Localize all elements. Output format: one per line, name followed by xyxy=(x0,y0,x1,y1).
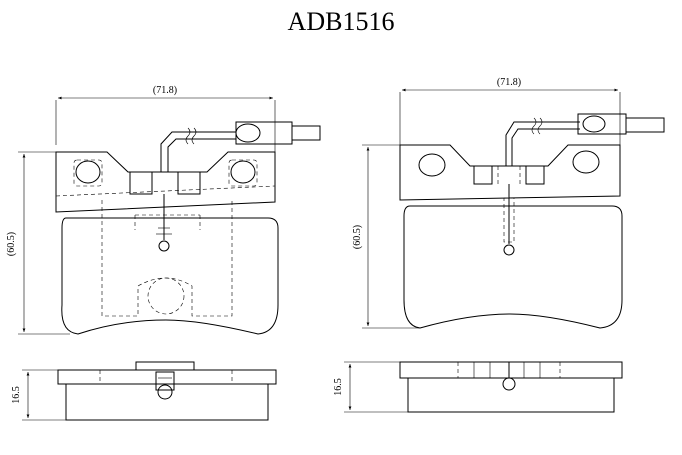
left-front-view: (71.8) (60.5) xyxy=(6,85,321,335)
left-side-view: 16.5 xyxy=(11,361,277,421)
right-side-view: 16.5 xyxy=(333,361,623,413)
left-side-sensor xyxy=(157,384,173,400)
right-lug-hole-2 xyxy=(572,150,600,174)
right-backing-plate xyxy=(399,144,621,201)
right-width-label: (71.8) xyxy=(497,77,521,88)
right-sensor-plug xyxy=(625,117,665,133)
left-friction-pad xyxy=(61,217,279,335)
right-sensor-head xyxy=(503,244,515,256)
right-thickness-label: 16.5 xyxy=(333,378,344,396)
left-sensor-connector xyxy=(235,121,293,145)
left-thickness-label: 16.5 xyxy=(11,386,22,404)
left-side-friction xyxy=(65,383,269,421)
right-sensor-wire xyxy=(505,121,580,166)
left-sensor-head xyxy=(158,240,170,252)
right-front-view: (71.8) (60.5) xyxy=(352,77,665,329)
right-side-friction xyxy=(407,377,615,413)
left-clip-1 xyxy=(129,171,153,195)
left-clip-2 xyxy=(177,171,201,195)
right-side-backing xyxy=(399,361,623,379)
left-width-label: (71.8) xyxy=(153,85,177,96)
left-lug-hole-1 xyxy=(75,160,101,184)
left-height-label: (60.5) xyxy=(6,232,17,256)
right-sensor-connector xyxy=(577,113,627,135)
left-lug-hole-2 xyxy=(230,160,256,184)
right-clip-1 xyxy=(473,165,493,185)
left-sensor-plug xyxy=(291,125,321,141)
right-clip-2 xyxy=(525,165,545,185)
left-side-clip xyxy=(135,361,195,371)
left-sensor-wire xyxy=(160,131,236,172)
left-backing-plate xyxy=(55,151,276,213)
right-lug-hole-1 xyxy=(418,153,446,177)
right-friction-pad xyxy=(403,205,623,329)
right-height-label: (60.5) xyxy=(352,225,363,249)
part-number-title: ADB1516 xyxy=(288,7,395,36)
right-side-sensor xyxy=(502,377,516,391)
